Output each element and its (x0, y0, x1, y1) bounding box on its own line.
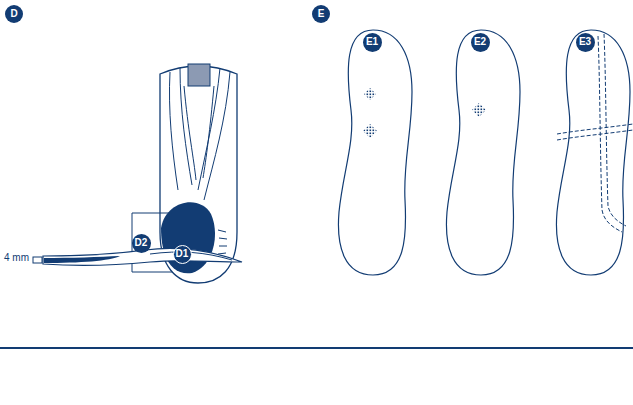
cut-lines (557, 34, 633, 232)
dimension-label: 4 mm (3, 252, 30, 263)
callout-text: E (318, 9, 325, 19)
divider-line (0, 347, 633, 349)
callout-text: E3 (579, 37, 591, 47)
callout-number: D1 (173, 245, 192, 264)
section-badge: E (312, 5, 330, 23)
callout-number: E2 (471, 33, 490, 52)
pad-markers (363, 88, 486, 138)
section-badge: D (5, 5, 23, 23)
insole-top-view (132, 64, 237, 283)
callout-text: D1 (176, 249, 189, 259)
callout-text: D (10, 9, 17, 19)
callout-number: D2 (132, 234, 151, 253)
callout-text: E1 (366, 37, 378, 47)
callout-number: E3 (576, 33, 595, 52)
callout-text: E2 (474, 37, 486, 47)
insole-outlines (338, 30, 630, 275)
callout-text: D2 (135, 238, 148, 248)
callout-number: E1 (363, 33, 382, 52)
